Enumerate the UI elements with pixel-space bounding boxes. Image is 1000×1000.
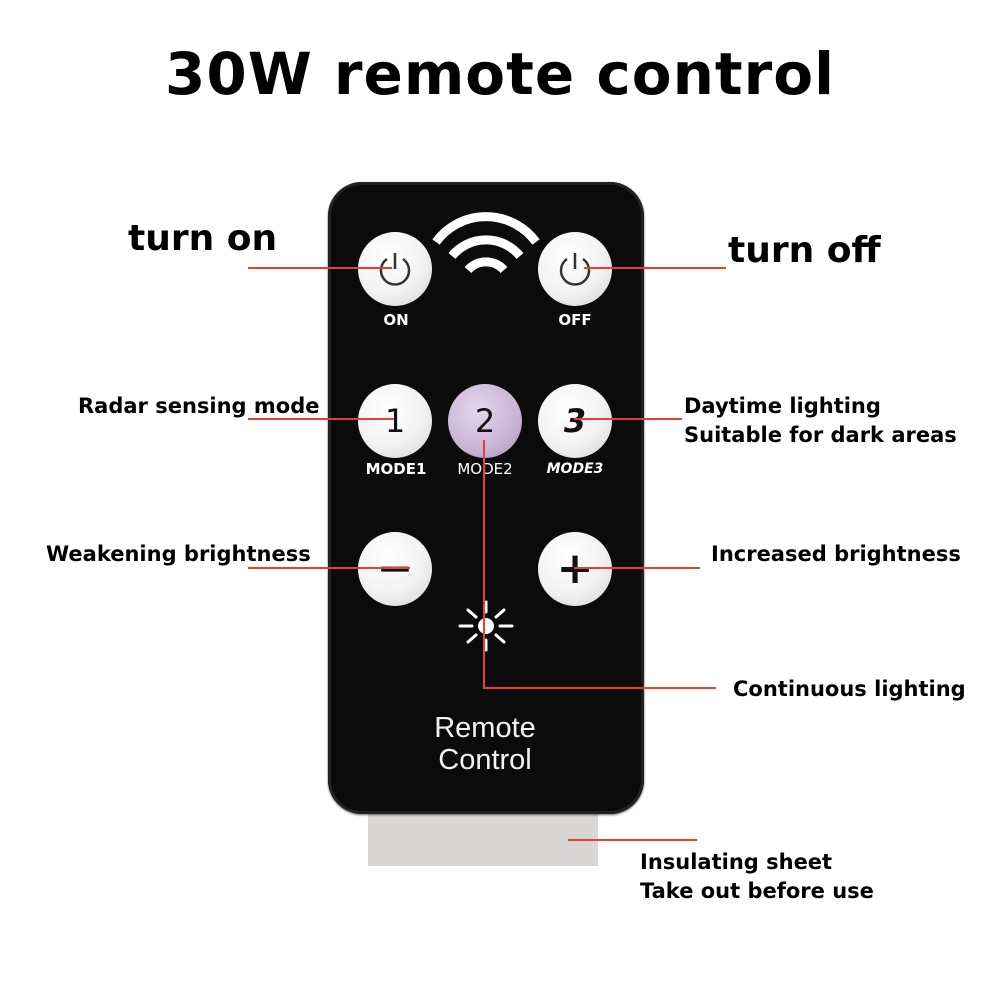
label-radar-sensing: Radar sensing mode	[78, 394, 320, 418]
label-weakening-brightness: Weakening brightness	[46, 542, 311, 566]
label-sheet-line1: Insulating sheet	[640, 850, 833, 874]
mode1-caption: MODE1	[365, 460, 427, 478]
label-continuous-lighting: Continuous lighting	[733, 677, 966, 701]
label-daytime-line2: Suitable for dark areas	[684, 423, 957, 447]
label-turn-off: turn off	[728, 230, 881, 271]
mode3-button[interactable]: 3	[538, 384, 612, 458]
remote-footer-line2: Control	[438, 744, 532, 776]
mode1-symbol: 1	[384, 402, 406, 440]
off-caption: OFF	[558, 311, 592, 329]
sun-icon	[458, 600, 514, 652]
mode3-caption: MODE3	[546, 461, 604, 477]
mode1-button[interactable]: 1	[358, 384, 432, 458]
leader-line-continuous	[483, 440, 716, 689]
signal-waves-icon	[432, 212, 540, 274]
power-icon	[559, 253, 591, 286]
insulating-sheet[interactable]	[368, 812, 598, 866]
page-title: 30W remote control	[165, 40, 835, 108]
label-daytime: Daytime lighting Suitable for dark areas	[684, 394, 957, 447]
label-sheet-line2: Take out before use	[640, 879, 874, 903]
power-icon	[379, 253, 411, 286]
label-turn-on: turn on	[128, 218, 278, 259]
remote-footer-line1: Remote	[434, 712, 536, 744]
on-caption: ON	[383, 311, 409, 329]
label-increased-brightness: Increased brightness	[711, 542, 961, 566]
mode3-symbol: 3	[563, 402, 587, 440]
remote-footer-text: Remote Control	[390, 712, 580, 776]
label-insulating-sheet: Insulating sheet Take out before use	[640, 850, 874, 903]
label-daytime-line1: Daytime lighting	[684, 394, 881, 418]
mode2-symbol: 2	[474, 402, 496, 440]
